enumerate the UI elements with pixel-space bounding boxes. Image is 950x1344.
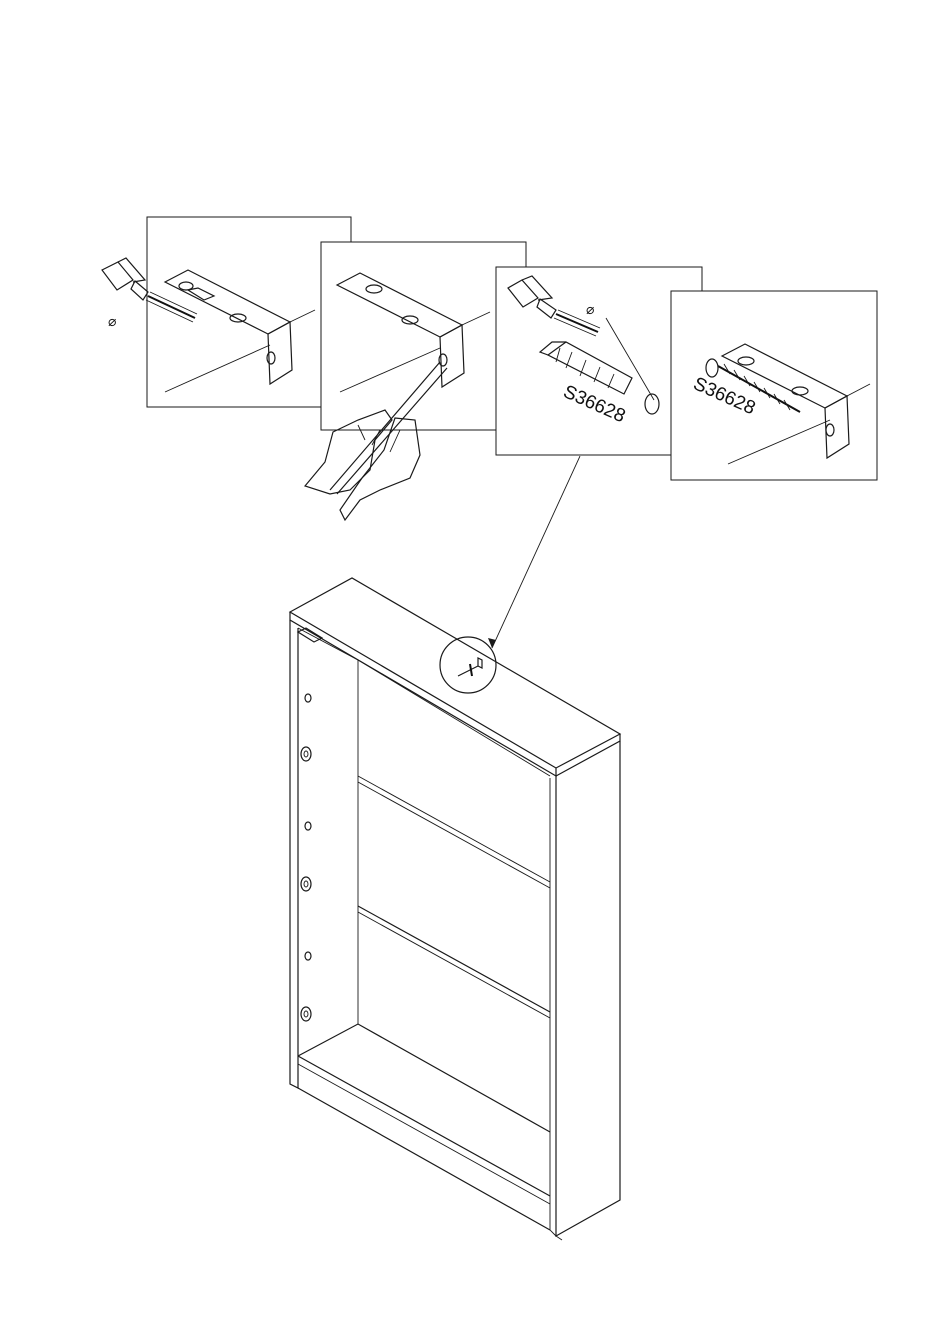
step-panel-screw-bracket: S36628 — [671, 291, 877, 480]
shelf-pin-holes — [301, 694, 311, 1021]
plinth — [298, 1088, 550, 1230]
panel-frame — [147, 217, 351, 407]
leader-line — [492, 456, 580, 648]
diameter-symbol: ⌀ — [586, 302, 595, 318]
shelf-upper — [358, 776, 550, 882]
step-panel-drill-wall: ⌀ — [102, 217, 351, 407]
shelf-lower — [358, 906, 550, 1012]
rail — [298, 628, 322, 642]
panel-frame — [321, 242, 526, 430]
left-side-panel — [290, 620, 298, 1088]
step-panel-mark-hole — [305, 242, 526, 520]
bookcase-cabinet — [290, 578, 620, 1240]
right-side-panel — [556, 741, 620, 1236]
bottom-shelf — [298, 1024, 550, 1132]
diameter-symbol: ⌀ — [108, 314, 117, 330]
top-edge — [290, 612, 556, 776]
top-panel — [290, 578, 620, 768]
